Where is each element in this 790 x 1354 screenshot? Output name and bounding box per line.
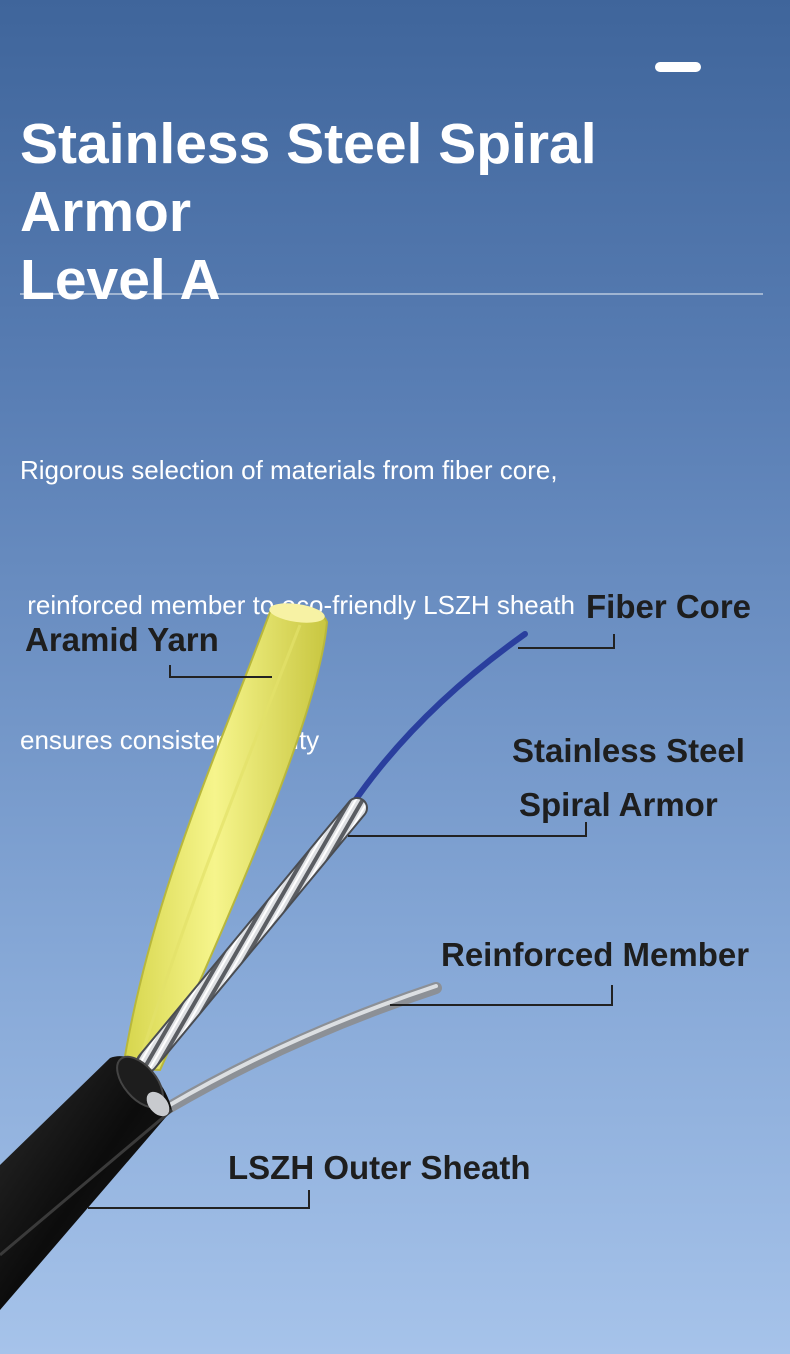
fiber-core-leader: [518, 634, 615, 649]
outer-sheath-leader: [88, 1190, 310, 1209]
description-line-1: Rigorous selection of materials from fib…: [20, 455, 558, 485]
title-line-1: Stainless Steel Spiral Armor: [20, 112, 597, 244]
title-divider: [20, 293, 763, 295]
aramid-yarn-leader: [169, 665, 272, 678]
armor-leader: [348, 822, 587, 837]
aramid-yarn-strand: [121, 604, 329, 1072]
page-title: Stainless Steel Spiral Armor Level A: [20, 110, 780, 314]
title-line-2: Level A: [20, 248, 221, 312]
label-spiral-armor-line-1: Stainless Steel: [512, 732, 745, 769]
fiber-core-strand: [349, 631, 528, 808]
menu-dash-icon[interactable]: [655, 62, 701, 72]
label-reinforced-member: Reinforced Member: [441, 936, 750, 973]
label-aramid-yarn: Aramid Yarn: [25, 621, 219, 658]
reinforced-member-leader: [390, 985, 613, 1006]
label-outer-sheath: LSZH Outer Sheath: [228, 1149, 531, 1186]
label-spiral-armor-line-2: Spiral Armor: [519, 786, 718, 823]
label-fiber-core: Fiber Core: [586, 588, 752, 625]
label-spiral-armor: Stainless Steel Spiral Armor: [512, 724, 745, 832]
